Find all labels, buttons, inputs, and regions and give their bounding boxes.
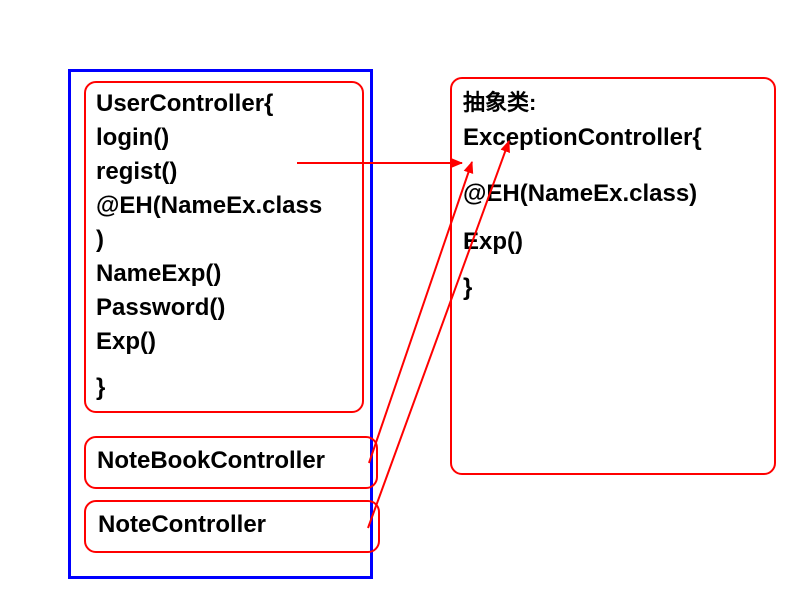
user-controller-exp-method: Exp() <box>96 328 156 355</box>
note-controller-label: NoteController <box>98 511 266 538</box>
user-controller-eh-annotation-close: ) <box>96 226 104 253</box>
user-controller-password-method: Password() <box>96 294 226 321</box>
user-controller-eh-annotation: @EH(NameEx.class <box>96 192 323 219</box>
user-controller-title: UserController{ <box>96 90 274 117</box>
abstract-class-label: 抽象类: <box>463 90 537 115</box>
user-controller-nameexp-method: NameExp() <box>96 260 222 287</box>
notebook-controller-label: NoteBookController <box>97 447 325 474</box>
exception-controller-exp-method: Exp() <box>463 228 523 255</box>
user-controller-box <box>84 81 364 413</box>
user-controller-regist-method: regist() <box>96 158 178 185</box>
exception-controller-title: ExceptionController{ <box>463 124 702 151</box>
user-controller-close-brace: } <box>96 374 106 401</box>
user-controller-login-method: login() <box>96 124 170 151</box>
exception-controller-close-brace: } <box>463 274 473 301</box>
exception-controller-eh-annotation: @EH(NameEx.class) <box>463 180 698 207</box>
